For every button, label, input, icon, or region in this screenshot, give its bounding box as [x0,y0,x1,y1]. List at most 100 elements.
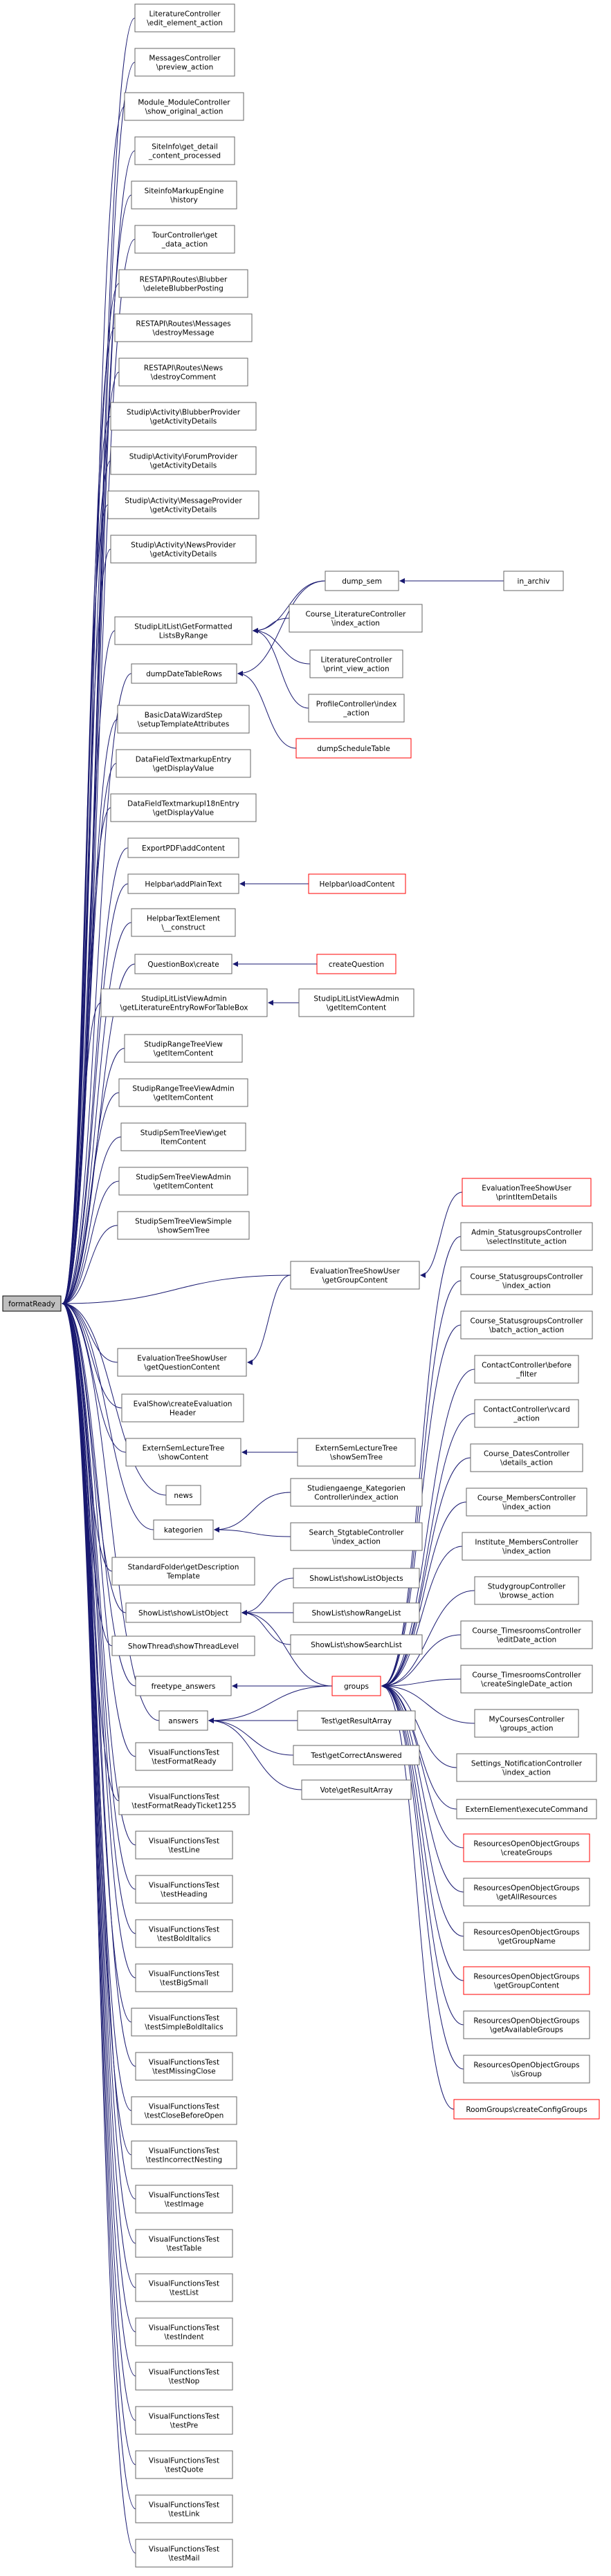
node-helpbar-addplaintext[interactable]: Helpbar\addPlainText [127,873,239,894]
node-institute-memberscontroller-index-action[interactable]: Institute_MembersController\index_action [462,1532,592,1561]
node-studiprangetreeview-getitemcontent[interactable]: StudipRangeTreeView\getItemContent [124,1034,243,1063]
node-visualfunctionstest-testtable[interactable]: VisualFunctionsTest\testTable [135,2229,233,2258]
node-course-timesroomscontroller-createsingledate-action[interactable]: Course_TimesroomsController\createSingle… [460,1665,593,1694]
node-createquestion[interactable]: createQuestion [316,954,396,974]
node-visualfunctionstest-testmissingclose[interactable]: VisualFunctionsTest\testMissingClose [135,2052,233,2081]
node-studiengaenge-kategorien-controller-index-action[interactable]: Studiengaenge_KategorienController\index… [290,1478,423,1507]
node-contactcontroller-vcard-action[interactable]: ContactController\vcard_action [474,1399,579,1428]
node-showthread-showthreadlevel[interactable]: ShowThread\showThreadLevel [111,1636,255,1656]
node-studiplitlistviewadmin-getliteratureentryrowfortablebox[interactable]: StudipLitListViewAdmin\getLiteratureEntr… [100,988,268,1017]
node-visualfunctionstest-testpre[interactable]: VisualFunctionsTest\testPre [135,2406,233,2435]
node-course-statusgroupscontroller-batch-action-action[interactable]: Course_StatusgroupsController\batch_acti… [460,1310,593,1340]
node-basicdatawizardstep-setuptemplateattributes[interactable]: BasicDataWizardStep\setupTemplateAttribu… [117,705,250,734]
node-groups[interactable]: groups [331,1676,381,1696]
node-contactcontroller-before-filter[interactable]: ContactController\before_filter [474,1355,579,1384]
node-questionbox-create[interactable]: QuestionBox\create [134,954,232,974]
node-evaluationtreeshowuser-getgroupcontent[interactable]: EvaluationTreeShowUser\getGroupContent [290,1261,420,1290]
node-resourcesopenobjectgroups-getallresources[interactable]: ResourcesOpenObjectGroups\getAllResource… [463,1878,590,1907]
node-visualfunctionstest-testline[interactable]: VisualFunctionsTest\testLine [135,1831,233,1860]
node-visualfunctionstest-testindent[interactable]: VisualFunctionsTest\testIndent [135,2317,233,2346]
node-formatready[interactable]: formatReady [2,1295,62,1312]
node-studipsemtreeview-get-itemcontent[interactable]: StudipSemTreeView\getItemContent [120,1122,246,1151]
node-restapi-routes-messages-destroymessage[interactable]: RESTAPI\Routes\Messages\destroyMessage [114,313,253,342]
node-roomgroups-createconfiggroups[interactable]: RoomGroups\createConfigGroups [453,2099,600,2120]
node-messagescontroller-preview-action[interactable]: MessagesController\preview_action [134,48,235,77]
node-answers[interactable]: answers [158,1710,208,1731]
node-kategorien[interactable]: kategorien [153,1519,214,1540]
node-resourcesopenobjectgroups-getgroupcontent[interactable]: ResourcesOpenObjectGroups\getGroupConten… [463,1966,590,1995]
node-visualfunctionstest-testquote[interactable]: VisualFunctionsTest\testQuote [135,2450,233,2479]
node-externelement-executecommand[interactable]: ExternElement\executeCommand [456,1799,597,1819]
node-admin-statusgroupscontroller-selectinstitute-action[interactable]: Admin_StatusgroupsController\selectInsti… [460,1222,593,1251]
node-mycoursescontroller-groups-action[interactable]: MyCoursesController\groups_action [474,1709,579,1738]
node-studiprangetreeviewadmin-getitemcontent[interactable]: StudipRangeTreeViewAdmin\getItemContent [118,1078,248,1107]
node-restapi-routes-news-destroycomment[interactable]: RESTAPI\Routes\News\destroyComment [118,358,248,387]
node-vote-getresultarray[interactable]: Vote\getResultArray [301,1779,412,1800]
node-profilecontroller-index-action[interactable]: ProfileController\index_action [308,694,405,723]
node-course-literaturecontroller-index-action[interactable]: Course_LiteratureController\index_action [289,604,423,633]
node-dumpscheduletable[interactable]: dumpScheduleTable [295,738,412,759]
node-test-getcorrectanswered[interactable]: Test\getCorrectAnswered [293,1745,420,1766]
node-siteinfo-get-detail-content-processed[interactable]: SiteInfo\get_detail_content_processed [134,136,235,165]
node-tourcontroller-get-data-action[interactable]: TourController\get_data_action [134,225,235,254]
node-resourcesopenobjectgroups-getgroupname[interactable]: ResourcesOpenObjectGroups\getGroupName [463,1922,590,1951]
node-restapi-routes-blubber-deleteblubberposting[interactable]: RESTAPI\Routes\Blubber\deleteBlubberPost… [118,269,248,298]
node-studip-activity-newsprovider-getactivitydetails[interactable]: Studip\Activity\NewsProvider\getActivity… [110,535,257,564]
node-dumpdatetablerows[interactable]: dumpDateTableRows [131,663,237,684]
node-datafieldtextmarkupentry-getdisplayvalue[interactable]: DataFieldTextmarkupEntry\getDisplayValue [116,749,251,778]
node-module-modulecontroller-show-original-action[interactable]: Module_ModuleController\show_original_ac… [124,92,244,121]
node-course-memberscontroller-index-action[interactable]: Course_MembersController\index_action [466,1488,587,1517]
node-datafieldtextmarkupi18nentry-getdisplayvalue[interactable]: DataFieldTextmarkupI18nEntry\getDisplayV… [110,793,257,822]
node-news[interactable]: news [165,1485,201,1505]
node-search-stgtablecontroller-index-action[interactable]: Search_StgtableController\index_action [290,1522,423,1551]
node-literaturecontroller-edit-element-action[interactable]: LiteratureController\edit_element_action [134,3,235,33]
node-course-datescontroller-details-action[interactable]: Course_DatesController\details_action [470,1443,583,1472]
node-literaturecontroller-print-view-action[interactable]: LiteratureController\print_view_action [309,649,403,678]
node-visualfunctionstest-testbolditalics[interactable]: VisualFunctionsTest\testBoldItalics [135,1919,233,1948]
node-showlist-showlistobject[interactable]: ShowList\showListObject [125,1602,241,1623]
node-visualfunctionstest-testbigsmall[interactable]: VisualFunctionsTest\testBigSmall [135,1963,233,1992]
node-studygroupcontroller-browse-action[interactable]: StudygroupController\browse_action [474,1576,579,1605]
node-showlist-showlistobjects[interactable]: ShowList\showListObjects [293,1568,420,1588]
node-studipsemtreeviewsimple-showsemtree[interactable]: StudipSemTreeViewSimple\showSemTree [117,1211,250,1240]
node-evaluationtreeshowuser-printitemdetails[interactable]: EvaluationTreeShowUser\printItemDetails [462,1178,592,1207]
node-visualfunctionstest-testlink[interactable]: VisualFunctionsTest\testLink [135,2494,233,2523]
node-visualfunctionstest-testmail[interactable]: VisualFunctionsTest\testMail [135,2539,233,2568]
node-studip-activity-messageprovider-getactivitydetails[interactable]: Studip\Activity\MessageProvider\getActiv… [107,490,259,519]
node-dump-sem[interactable]: dump_sem [325,571,399,591]
node-visualfunctionstest-testformatready[interactable]: VisualFunctionsTest\testFormatReady [135,1742,233,1771]
node-visualfunctionstest-testincorrectnesting[interactable]: VisualFunctionsTest\testIncorrectNesting [131,2140,237,2169]
node-studip-activity-blubberprovider-getactivitydetails[interactable]: Studip\Activity\BlubberProvider\getActiv… [110,402,257,431]
node-freetype-answers[interactable]: freetype_answers [135,1676,232,1696]
node-resourcesopenobjectgroups-isgroup[interactable]: ResourcesOpenObjectGroups\isGroup [463,2055,590,2084]
node-showlist-showsearchlist[interactable]: ShowList\showSearchList [290,1634,423,1655]
node-test-getresultarray[interactable]: Test\getResultArray [297,1710,416,1731]
node-evaluationtreeshowuser-getquestioncontent[interactable]: EvaluationTreeShowUser\getQuestionConten… [117,1348,247,1377]
node-settings-notificationcontroller-index-action[interactable]: Settings_NotificationController\index_ac… [456,1753,597,1782]
node-visualfunctionstest-testlist[interactable]: VisualFunctionsTest\testList [135,2273,233,2302]
node-course-timesroomscontroller-editdate-action[interactable]: Course_TimesroomsController\editDate_act… [460,1620,593,1649]
node-studiplitlistviewadmin-getitemcontent[interactable]: StudipLitListViewAdmin\getItemContent [298,988,414,1017]
node-in-archiv[interactable]: in_archiv [503,571,564,591]
node-course-statusgroupscontroller-index-action[interactable]: Course_StatusgroupsController\index_acti… [460,1266,593,1295]
node-showlist-showrangelist[interactable]: ShowList\showRangeList [293,1602,420,1623]
node-siteinfomarkupengine-history[interactable]: SiteinfoMarkupEngine\history [131,180,237,210]
node-exportpdf-addcontent[interactable]: ExportPDF\addContent [127,837,239,858]
node-visualfunctionstest-testimage[interactable]: VisualFunctionsTest\testImage [135,2185,233,2214]
node-visualfunctionstest-testheading[interactable]: VisualFunctionsTest\testHeading [135,1875,233,1904]
node-helpbartextelement-construct[interactable]: HelpbarTextElement\__construct [131,908,236,937]
node-visualfunctionstest-testsimplebolditalics[interactable]: VisualFunctionsTest\testSimpleBoldItalic… [131,2008,237,2037]
node-studip-activity-forumprovider-getactivitydetails[interactable]: Studip\Activity\ForumProvider\getActivit… [110,446,257,475]
node-studipsemtreeviewadmin-getitemcontent[interactable]: StudipSemTreeViewAdmin\getItemContent [118,1167,248,1196]
node-helpbar-loadcontent[interactable]: Helpbar\loadContent [308,873,406,894]
node-resourcesopenobjectgroups-getavailablegroups[interactable]: ResourcesOpenObjectGroups\getAvailableGr… [463,2010,590,2039]
node-externsemlecturetree-showcontent[interactable]: ExternSemLectureTree\showContent [125,1438,241,1467]
node-visualfunctionstest-testclosebeforeopen[interactable]: VisualFunctionsTest\testCloseBeforeOpen [131,2096,237,2125]
node-visualfunctionstest-testformatreadyticket1255[interactable]: VisualFunctionsTest\testFormatReadyTicke… [118,1786,250,1815]
node-visualfunctionstest-testnop[interactable]: VisualFunctionsTest\testNop [135,2362,233,2391]
node-externsemlecturetree-showsemtree[interactable]: ExternSemLectureTree\showSemTree [297,1438,416,1467]
node-resourcesopenobjectgroups-creategroups[interactable]: ResourcesOpenObjectGroups\createGroups [463,1833,590,1862]
